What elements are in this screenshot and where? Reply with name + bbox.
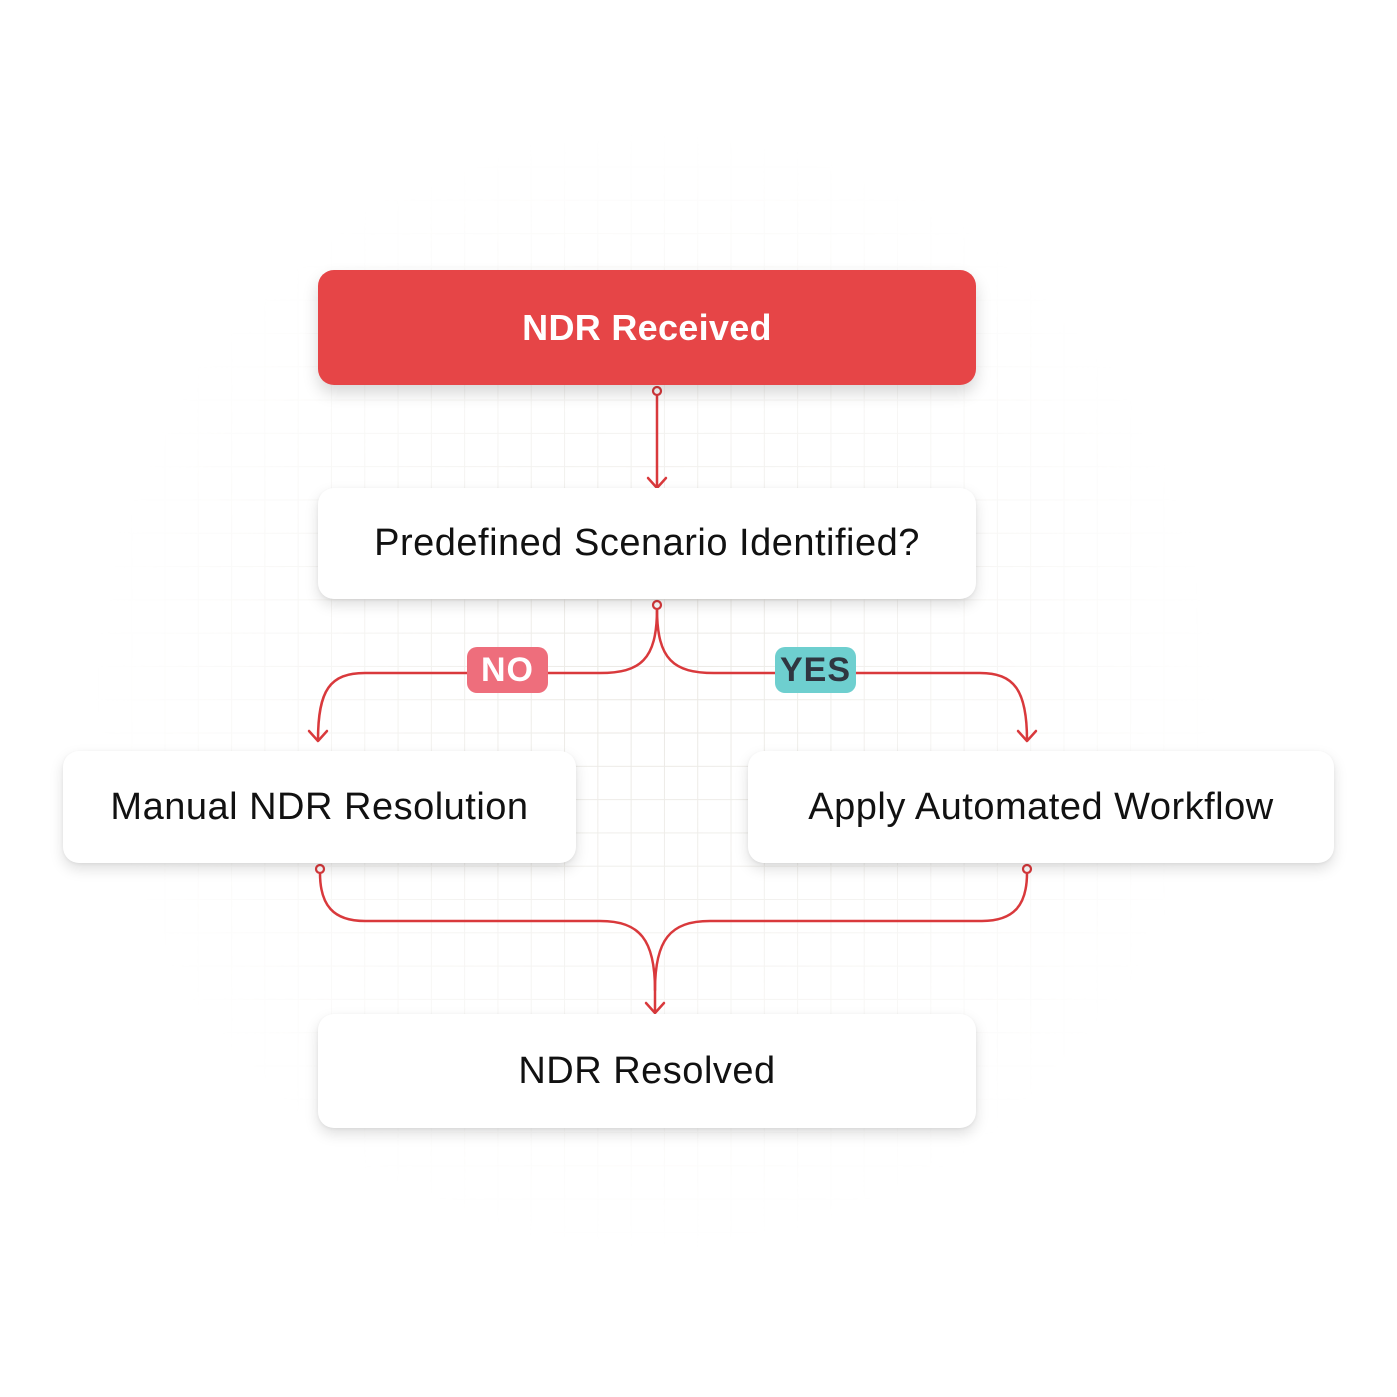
port-automated-bottom: [1021, 863, 1033, 875]
connector-manual-to-end: [318, 871, 657, 1014]
node-manual-ndr-resolution[interactable]: Manual NDR Resolution: [63, 751, 576, 863]
arrowhead-icon: [307, 729, 329, 743]
connector-automated-to-end: [653, 871, 1029, 992]
port-decision-bottom: [651, 599, 663, 611]
node-label: NDR Resolved: [518, 1049, 776, 1092]
badge-label: NO: [481, 650, 534, 689]
node-ndr-received[interactable]: NDR Received: [318, 270, 976, 385]
arrowhead-icon: [644, 1001, 666, 1015]
port-start-bottom: [651, 385, 663, 397]
badge-label: YES: [779, 650, 852, 689]
node-label: Predefined Scenario Identified?: [374, 522, 920, 564]
arrowhead-icon: [1016, 729, 1038, 743]
node-apply-automated-workflow[interactable]: Apply Automated Workflow: [748, 751, 1334, 863]
node-label: Apply Automated Workflow: [808, 785, 1274, 828]
port-manual-bottom: [314, 863, 326, 875]
branch-badge-yes: YES: [775, 647, 856, 693]
node-label: NDR Received: [522, 306, 772, 348]
node-predefined-scenario-decision[interactable]: Predefined Scenario Identified?: [318, 488, 976, 599]
branch-badge-no: NO: [467, 647, 548, 693]
node-ndr-resolved[interactable]: NDR Resolved: [318, 1014, 976, 1128]
node-label: Manual NDR Resolution: [110, 785, 529, 828]
